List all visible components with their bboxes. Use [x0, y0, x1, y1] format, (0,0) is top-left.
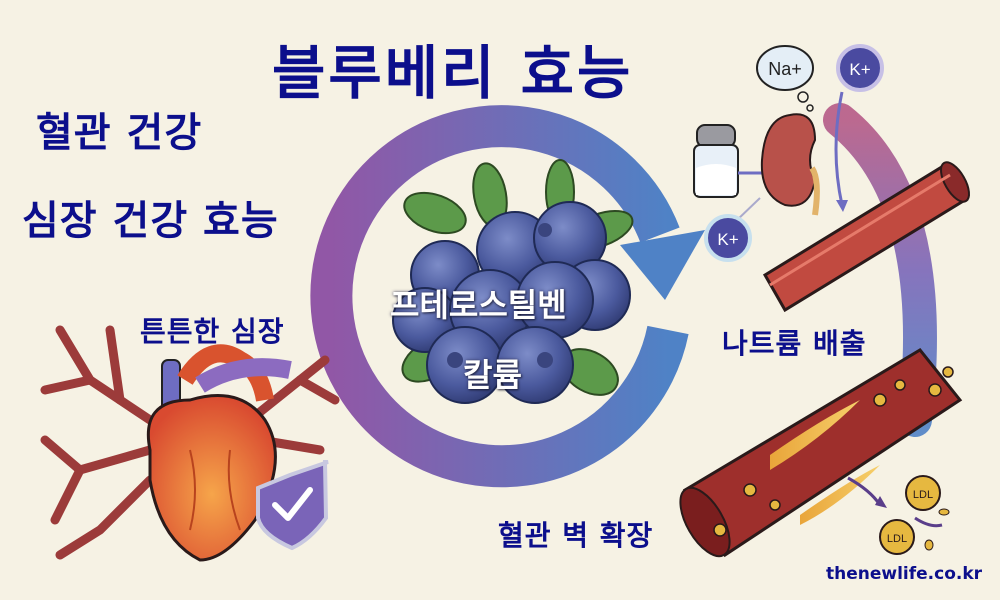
sodium-ion-bubble: Na+ [756, 45, 814, 112]
page-title: 블루베리 효능 [272, 39, 634, 107]
subtitle-heart-health: 심장 건강 효능 [22, 198, 279, 244]
callout-sodium-excretion: 나트륨 배출 [722, 327, 867, 360]
potassium-ion-bottom: K+ [704, 197, 761, 262]
heart-illustration [40, 325, 340, 562]
svg-text:Na+: Na+ [768, 59, 802, 79]
subtitle-vascular-health: 혈관 건강 [36, 110, 203, 156]
potassium-ion-top: K+ [836, 44, 884, 92]
ldl-particles: LDL LDL [847, 475, 950, 555]
blueberry-cluster [392, 159, 634, 404]
compound-pterostilbene: 프테로스틸벤 [390, 286, 567, 324]
svg-text:K+: K+ [717, 230, 738, 249]
svg-text:K+: K+ [849, 60, 870, 79]
website-watermark: thenewlife.co.kr [826, 564, 983, 584]
plaque-blood-vessel [679, 348, 963, 558]
circular-arrow-ring [310, 105, 705, 488]
healthy-blood-vessel [762, 161, 970, 313]
callout-strong-heart: 튼튼한 심장 [140, 315, 285, 348]
compound-potassium: 칼륨 [463, 356, 522, 394]
salt-shaker-icon [693, 124, 739, 198]
shield-check-icon [256, 460, 329, 551]
callout-vessel-dilation: 혈관 벽 확장 [498, 519, 654, 552]
svg-text:LDL: LDL [887, 533, 907, 545]
kidney-icon [760, 113, 820, 216]
svg-text:LDL: LDL [913, 489, 933, 501]
